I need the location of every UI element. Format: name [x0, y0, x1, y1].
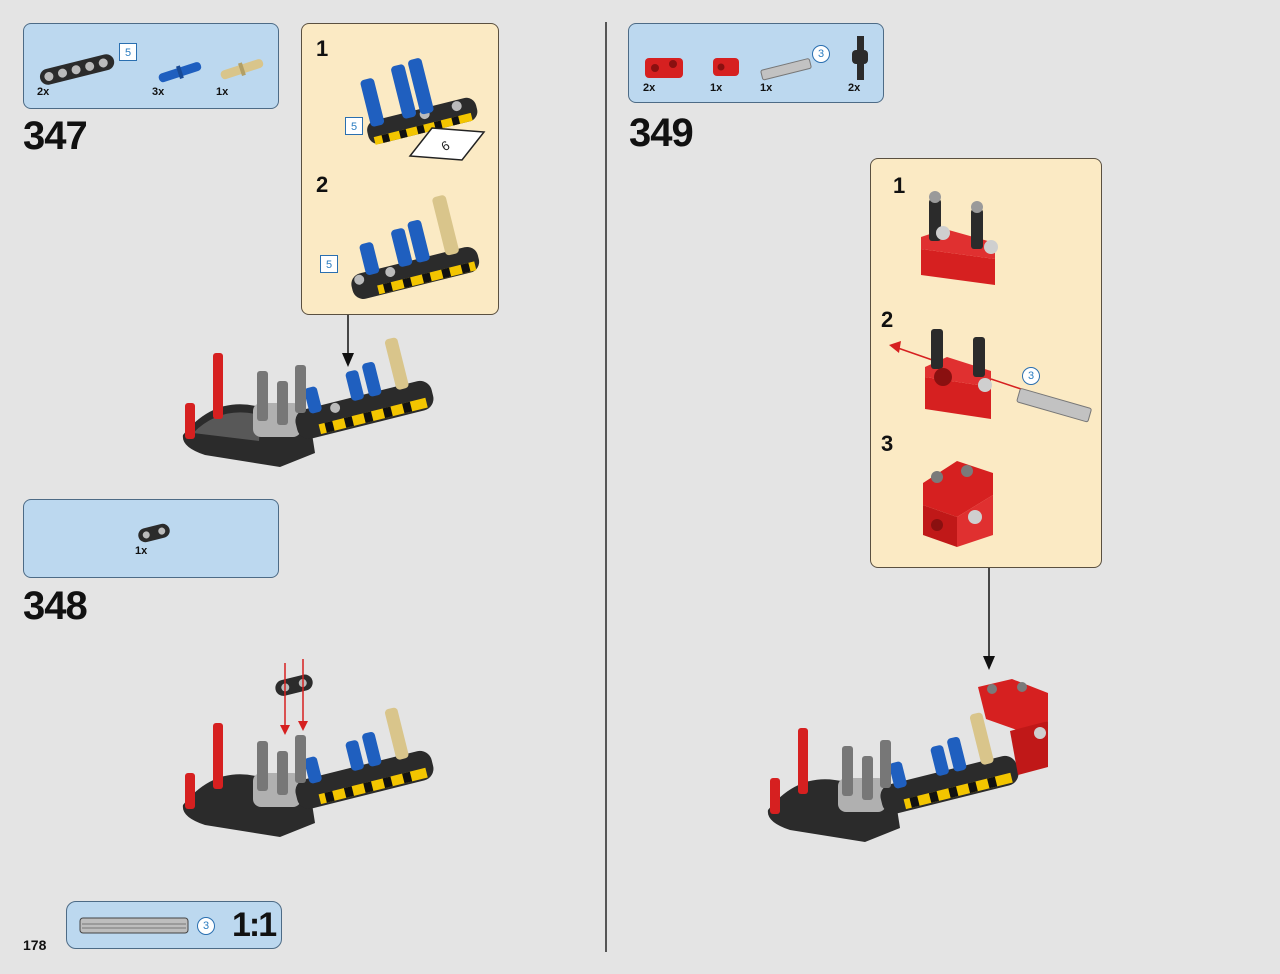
sticker-icon: 6	[408, 127, 486, 161]
part-qty: 2x	[643, 82, 656, 94]
beam-with-pins-icon	[351, 195, 480, 299]
length-badge: 3	[812, 45, 830, 63]
step-number: 347	[23, 114, 88, 158]
part-qty: 1x	[135, 545, 148, 557]
substep-number: 2	[316, 172, 329, 197]
red-double-connector-icon	[923, 461, 993, 547]
beam-with-pins-icon	[360, 58, 478, 145]
red-connector-icon	[645, 58, 683, 78]
black-axle-pin-icon	[852, 36, 868, 80]
length-badge: 3	[197, 917, 215, 935]
scale-label: 1:1	[232, 906, 277, 944]
red-small-connector-icon	[713, 58, 739, 76]
substep-number: 1	[316, 36, 329, 61]
substep-number: 1	[893, 173, 906, 198]
parts-list-348: 1x	[23, 499, 279, 578]
assembly-model-348	[182, 659, 434, 837]
black-2-link-icon	[138, 523, 170, 543]
blue-pin-icon	[158, 62, 202, 83]
step-number: 349	[629, 111, 694, 155]
scale-ruler-box: 3 1:1	[66, 901, 282, 949]
part-qty: 3x	[152, 86, 165, 98]
step-number: 348	[23, 584, 88, 628]
part-qty: 1x	[760, 82, 773, 94]
length-badge: 5	[345, 117, 363, 135]
part-qty: 1x	[710, 82, 723, 94]
substep-number: 2	[881, 307, 894, 332]
page-divider	[605, 22, 607, 952]
assembly-arrow	[983, 568, 995, 670]
parts-list-347: 5 2x 3x 1x	[23, 23, 279, 109]
tan-pin-icon	[220, 59, 264, 80]
part-qty: 2x	[848, 82, 861, 94]
length-badge: 3	[1022, 367, 1040, 385]
substep-callout-347: 1 5 6 2 5	[301, 23, 499, 315]
substep-callout-349: 1 2 3 3	[870, 158, 1102, 568]
assembly-model-349	[767, 679, 1048, 842]
grey-axle-ruler-icon	[79, 917, 189, 934]
part-qty: 1x	[216, 86, 229, 98]
part-qty: 2x	[37, 86, 50, 98]
red-connector-assembly-icon	[921, 191, 998, 285]
page-number: 178	[23, 937, 47, 953]
grey-axle-icon	[760, 58, 812, 81]
parts-list-349: 2x 1x 3 1x 2x	[628, 23, 884, 103]
length-badge: 5	[119, 43, 137, 61]
length-badge: 5	[320, 255, 338, 273]
substep-number: 3	[881, 431, 894, 456]
black-5-beam-icon	[39, 54, 115, 85]
assembly-model-347	[182, 337, 434, 467]
assembly-arrow	[342, 315, 354, 367]
red-connector-axle-icon	[889, 329, 1092, 423]
